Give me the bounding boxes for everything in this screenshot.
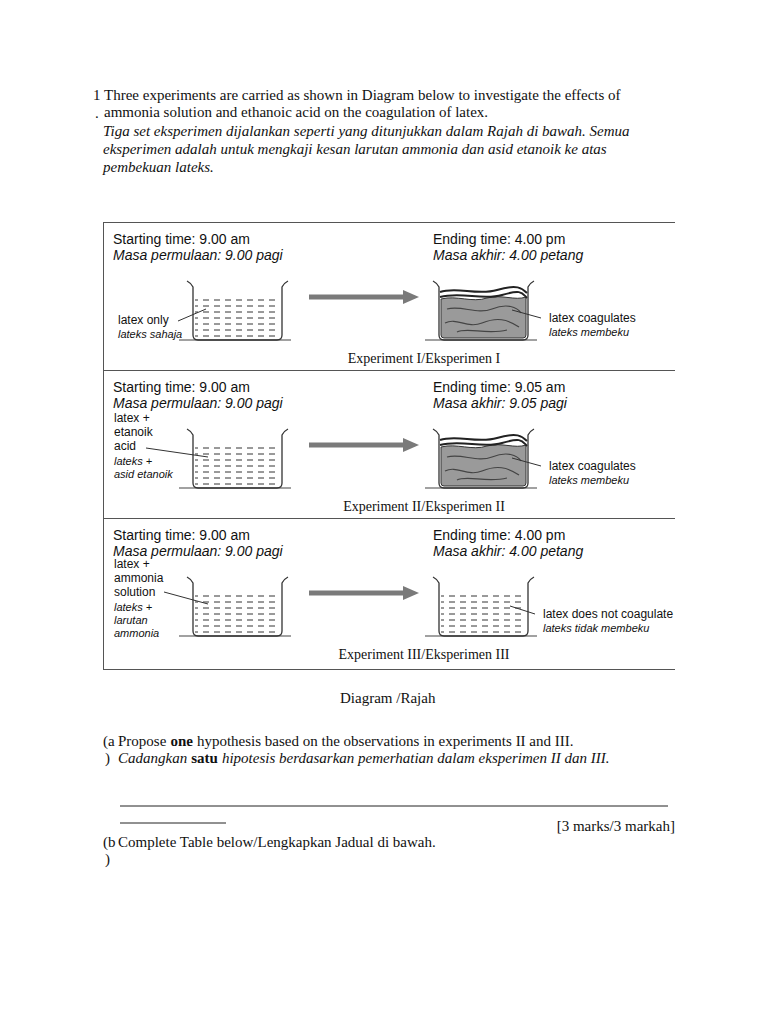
experiment-panel: Experiment III/Eksperimen III Starting ti… bbox=[103, 518, 675, 670]
end-state: Ending time: 9.05 amMasa akhir: 9.05 pag… bbox=[419, 375, 674, 495]
marks-label: [3 marks/3 markah] bbox=[557, 818, 675, 834]
question-text: satu bbox=[191, 750, 218, 766]
part-marker: ) bbox=[105, 750, 110, 766]
question-text: hipotesis berdasarkan pemerhatian dalam … bbox=[222, 750, 609, 766]
time-label: Ending time: 4.00 pm bbox=[433, 231, 565, 247]
coagulated-latex bbox=[440, 287, 527, 338]
time-label: Ending time: 4.00 pm bbox=[433, 527, 565, 543]
question-number: . bbox=[95, 105, 99, 121]
text-line: 1 bbox=[93, 87, 101, 104]
experiment-panel: Experiment I/Eksperimen I Starting time: … bbox=[103, 222, 675, 370]
leader-line bbox=[512, 310, 541, 318]
time-label: Starting time: 9.00 am bbox=[113, 231, 250, 247]
question-text: Tiga set eksperimen dijalankan seperti y… bbox=[103, 123, 630, 175]
start-state: Starting time: 9.00 amMasa permulaan: 9.… bbox=[109, 375, 309, 495]
content-label: latex + etanoik acid bbox=[114, 411, 172, 453]
panel-caption: Experiment I/Eksperimen I bbox=[254, 351, 594, 367]
text-line: . bbox=[95, 105, 99, 122]
beaker bbox=[179, 281, 291, 340]
beaker bbox=[425, 429, 537, 488]
question-text: one bbox=[170, 733, 193, 749]
text-line: Complete Table below/Lengkapkan Jadual d… bbox=[118, 834, 436, 851]
beaker bbox=[425, 577, 537, 636]
time-label: Masa akhir: 9.05 pagi bbox=[433, 395, 567, 411]
beaker bbox=[179, 429, 291, 488]
question-text: Propose bbox=[118, 733, 166, 749]
leader-line bbox=[146, 448, 208, 457]
question-text: hypothesis based on the observations in … bbox=[197, 733, 574, 749]
time-label: Starting time: 9.00 am bbox=[113, 527, 250, 543]
question-text: Three experiments are carried as shown i… bbox=[104, 87, 621, 120]
text-line: [3 marks/3 markah] bbox=[557, 818, 675, 835]
latex-liquid bbox=[195, 443, 280, 486]
text-line: Tiga set eksperimen dijalankan seperti y… bbox=[103, 122, 655, 176]
panel-caption: Experiment II/Eksperimen II bbox=[254, 499, 594, 515]
panel-caption: Experiment III/Eksperimen III bbox=[254, 647, 594, 663]
leader-line bbox=[510, 606, 535, 614]
leader-line bbox=[512, 458, 541, 466]
end-state: Ending time: 4.00 pmMasa akhir: 4.00 pet… bbox=[419, 523, 678, 643]
content-label: latex coagulates bbox=[549, 459, 636, 473]
answer-line bbox=[120, 823, 226, 824]
experiment-panel: Experiment II/Eksperimen II Starting time… bbox=[103, 370, 675, 518]
coagulated-latex bbox=[440, 435, 527, 486]
state-arrow bbox=[309, 295, 407, 300]
time-label: Starting time: 9.00 am bbox=[113, 379, 250, 395]
text-line: Diagram /Rajah bbox=[340, 690, 435, 707]
question-text: Cadangkan bbox=[118, 750, 187, 766]
text-line: ) bbox=[105, 750, 110, 767]
content-label: latex coagulates bbox=[549, 311, 636, 325]
content-label: latex does not coagulate bbox=[543, 607, 673, 621]
leader-line bbox=[178, 309, 206, 321]
end-state: Ending time: 4.00 pmMasa akhir: 4.00 pet… bbox=[419, 227, 674, 347]
content-label: latex only bbox=[118, 313, 188, 327]
leader-line bbox=[164, 592, 208, 604]
latex-liquid bbox=[195, 295, 280, 338]
content-label: lateks tidak membeku bbox=[543, 622, 649, 635]
text-line: ) bbox=[105, 851, 110, 868]
time-label: Masa permulaan: 9.00 pagi bbox=[113, 395, 283, 411]
latex-liquid bbox=[195, 591, 280, 634]
latex-liquid bbox=[441, 591, 526, 634]
content-label: lateks + larutan ammonia bbox=[114, 601, 169, 640]
time-label: Ending time: 9.05 am bbox=[433, 379, 565, 395]
content-label: lateks + asid etanoik bbox=[114, 455, 174, 481]
state-arrow bbox=[309, 591, 407, 596]
beaker bbox=[425, 281, 537, 340]
part-marker: (a bbox=[103, 733, 115, 749]
text-line: Proposeonehypothesis based on the observ… bbox=[118, 733, 574, 750]
start-state: Starting time: 9.00 amMasa permulaan: 9.… bbox=[109, 523, 309, 644]
content-label: lateks sahaja bbox=[118, 328, 193, 341]
part-marker: (b bbox=[103, 834, 116, 850]
part-marker: ) bbox=[105, 851, 110, 867]
time-label: Masa permulaan: 9.00 pagi bbox=[113, 543, 283, 559]
text-line: (b bbox=[103, 834, 116, 851]
text-line: Three experiments are carried as shown i… bbox=[104, 87, 652, 121]
time-label: Masa akhir: 4.00 petang bbox=[433, 543, 583, 559]
time-label: Masa permulaan: 9.00 pagi bbox=[113, 247, 283, 263]
start-state: Starting time: 9.00 amMasa permulaan: 9.… bbox=[109, 227, 309, 347]
content-label: latex + ammonia solution bbox=[114, 557, 174, 599]
content-label: lateks membeku bbox=[549, 474, 629, 487]
text-line: (a bbox=[103, 733, 115, 750]
text-line: Cadangkansatuhipotesis berdasarkan pemer… bbox=[118, 750, 609, 767]
beaker bbox=[179, 577, 291, 636]
figure-caption: Diagram /Rajah bbox=[340, 690, 435, 706]
state-arrow bbox=[309, 443, 407, 448]
answer-line bbox=[120, 806, 668, 807]
question-number: 1 bbox=[93, 87, 101, 103]
time-label: Masa akhir: 4.00 petang bbox=[433, 247, 583, 263]
content-label: lateks membeku bbox=[549, 326, 629, 339]
question-text: Complete Table below/Lengkapkan Jadual d… bbox=[118, 834, 436, 850]
